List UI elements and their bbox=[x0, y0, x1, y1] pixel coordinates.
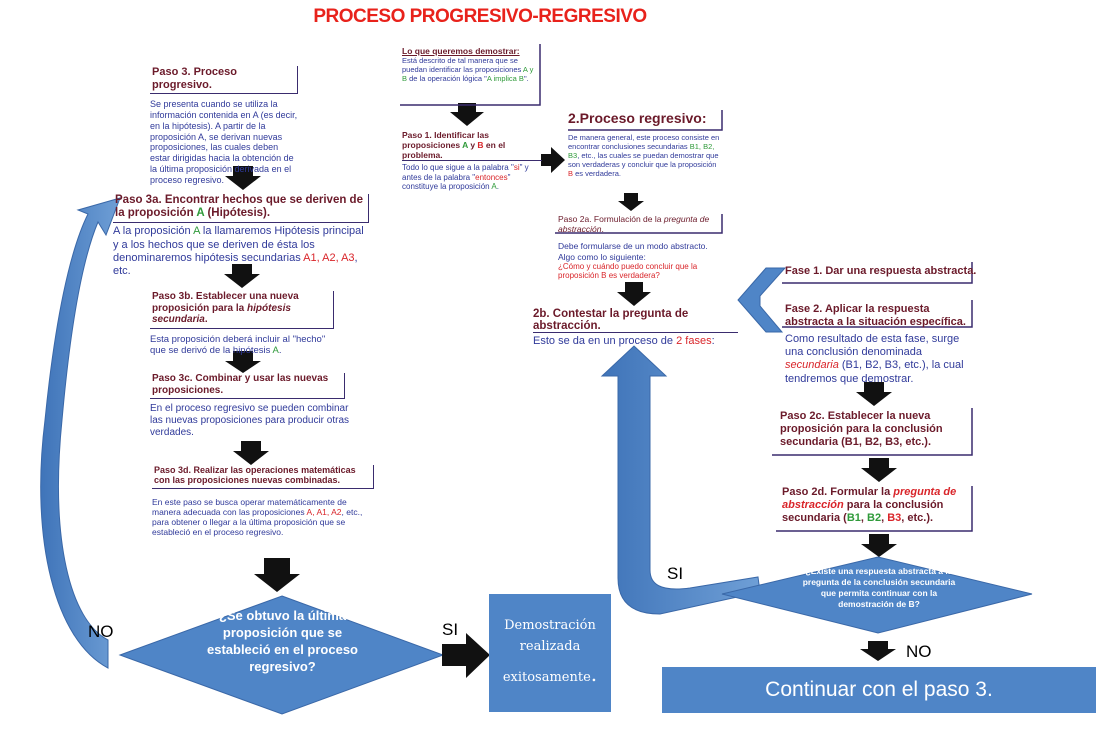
arrow-down bbox=[618, 193, 644, 211]
decision-diamond-right bbox=[721, 556, 1033, 634]
arrow-down bbox=[860, 641, 896, 661]
phase-loop-arrow bbox=[737, 267, 787, 333]
paso-3a-header: Paso 3a. Encontrar hechos que se deriven… bbox=[113, 194, 369, 224]
no-label-left: NO bbox=[88, 622, 114, 641]
demo-success-box: Demostración realizada exitosamente. bbox=[489, 594, 611, 712]
paso-2b: 2b. Contestar la pregunta de abstracción… bbox=[533, 308, 738, 348]
paso-2b-body: Esto se da en un proceso de 2 fases: bbox=[533, 335, 715, 347]
arrow-right bbox=[442, 633, 490, 678]
want-header: Lo que queremos demostrar: bbox=[402, 46, 520, 56]
paso-2-header: 2.Proceso regresivo: bbox=[568, 110, 707, 126]
paso-1: Paso 1. Identificar las proposiciones A … bbox=[402, 130, 542, 192]
decision-text-left: ¿Se obtuvo la última proposición que se … bbox=[206, 608, 358, 674]
fase-2-body: Como resultado de esta fase, surge una c… bbox=[785, 333, 964, 385]
paso-3c-header: Paso 3c. Combinar y usar las nuevas prop… bbox=[150, 373, 345, 399]
arrow-down bbox=[617, 282, 651, 306]
paso-2a: Paso 2a. Formulación de la pregunta de a… bbox=[558, 214, 720, 280]
arrow-down bbox=[224, 166, 300, 592]
no-label-right: NO bbox=[906, 642, 932, 661]
paso-2a-body: Debe formularse de un modo abstracto. Al… bbox=[558, 241, 708, 262]
arrow-down bbox=[861, 534, 897, 557]
paso-2b-header: 2b. Contestar la pregunta de abstracción… bbox=[533, 308, 738, 333]
want-body: Está descrito de tal manera que se pueda… bbox=[402, 56, 534, 83]
arrow-down bbox=[861, 458, 897, 482]
paso-3-header: Paso 3. Proceso progresivo. bbox=[150, 66, 298, 95]
paso-3d-body: En este paso se busca operar matemáticam… bbox=[152, 496, 363, 538]
paso-1-header: Paso 1. Identificar las proposiciones A … bbox=[402, 130, 542, 161]
si-label-right: SI bbox=[667, 564, 684, 583]
paso-2a-header: Paso 2a. Formulación de la pregunta de a… bbox=[558, 214, 710, 235]
fase-1: Fase 1. Dar una respuesta abstracta. bbox=[785, 265, 977, 277]
paso-3b: Paso 3b. Establecer una nueva proposició… bbox=[150, 291, 334, 356]
paso-3b-body: Esta proposición deberá incluir al "hech… bbox=[150, 333, 326, 356]
paso-2a-question: ¿Cómo y cuándo puedo concluir que la pro… bbox=[558, 261, 698, 280]
demo-box-line2: exitosamente. bbox=[502, 661, 598, 686]
paso-3: Paso 3. Proceso progresivo. Se presenta … bbox=[150, 66, 298, 186]
si-label-left: SI bbox=[442, 620, 459, 639]
continue-box: Continuar con el paso 3. bbox=[662, 667, 1096, 713]
demo-box-line1: Demostración realizada bbox=[504, 618, 596, 654]
paso-2c: Paso 2c. Establecer la nueva proposición… bbox=[780, 410, 943, 449]
paso-2-body: De manera general, este proceso consiste… bbox=[568, 133, 720, 178]
paso-3d: Paso 3d. Realizar las operaciones matemá… bbox=[152, 465, 374, 537]
arrow-right bbox=[541, 147, 565, 173]
page-title: PROCESO PROGRESIVO-REGRESIVO bbox=[313, 6, 647, 27]
si-up-arrow bbox=[600, 345, 761, 615]
paso-1-body: Todo lo que sigue a la palabra "si" y an… bbox=[402, 163, 529, 192]
paso-2d: Paso 2d. Formular la pregunta de abstrac… bbox=[782, 486, 957, 525]
paso-3c: Paso 3c. Combinar y usar las nuevas prop… bbox=[150, 373, 355, 439]
arrow-down bbox=[450, 103, 484, 126]
no-loop-arrow bbox=[40, 197, 121, 669]
decision-text-right: ¿Existe una respuesta abstracta a la pre… bbox=[802, 566, 956, 610]
paso-3-body: Se presenta cuando se utiliza la informa… bbox=[150, 99, 298, 185]
lo-que-queremos: Lo que queremos demostrar: Está descrito… bbox=[402, 46, 540, 83]
paso-3c-body: En el proceso regresivo se pueden combin… bbox=[150, 403, 349, 438]
arrow-down bbox=[856, 382, 892, 406]
decision-diamond-left bbox=[118, 595, 445, 715]
paso-2: 2.Proceso regresivo: De manera general, … bbox=[568, 110, 720, 178]
paso-3d-header: Paso 3d. Realizar las operaciones matemá… bbox=[152, 465, 374, 489]
fase-2: Fase 2. Aplicar la respuesta abstracta a… bbox=[785, 303, 966, 328]
paso-3b-header: Paso 3b. Establecer una nueva proposició… bbox=[150, 291, 334, 329]
paso-3a: Paso 3a. Encontrar hechos que se deriven… bbox=[113, 194, 369, 278]
paso-3a-body: A la proposición A la llamaremos Hipótes… bbox=[113, 225, 364, 277]
